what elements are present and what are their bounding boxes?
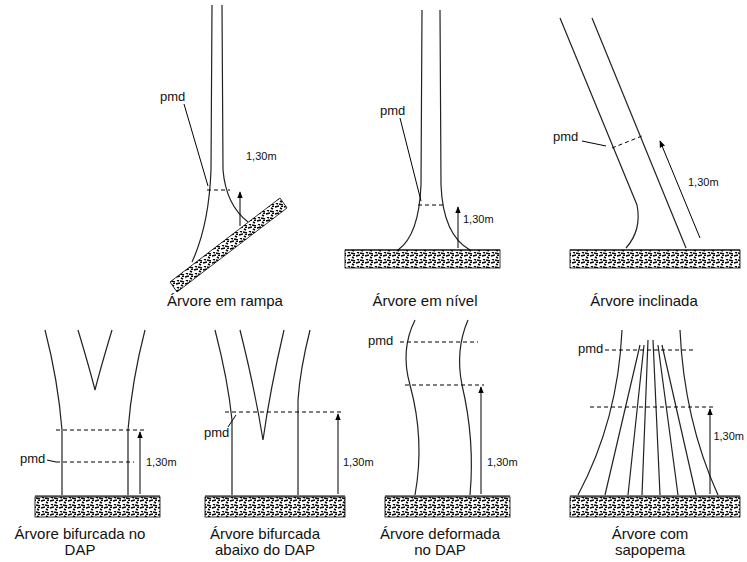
caption: Árvore em nível bbox=[315, 293, 535, 309]
height-label: 1,30m bbox=[146, 456, 177, 468]
height-label: 1,30m bbox=[713, 430, 744, 442]
pmd-label: pmd bbox=[553, 130, 578, 144]
leader-line bbox=[47, 104, 606, 462]
pmd-label: pmd bbox=[160, 90, 185, 104]
caption: Árvore em rampa bbox=[115, 293, 335, 309]
caption: Árvore deformada no DAP bbox=[374, 526, 506, 558]
pmd-label: pmd bbox=[578, 342, 603, 356]
pmd-label: pmd bbox=[380, 104, 405, 118]
caption: Árvore com sapopema bbox=[584, 526, 716, 558]
pmd-label: pmd bbox=[204, 426, 229, 440]
height-arrow bbox=[140, 141, 710, 494]
caption: Árvore inclinada bbox=[544, 293, 744, 309]
height-label: 1,30m bbox=[487, 456, 518, 468]
height-label: 1,30m bbox=[343, 456, 374, 468]
ground-line bbox=[35, 250, 740, 496]
caption: Árvore bifurcada no DAP bbox=[14, 526, 146, 558]
ground bbox=[35, 198, 740, 517]
pmd-label: pmd bbox=[368, 334, 393, 348]
caption: Árvore bifurcada abaixo do DAP bbox=[199, 526, 331, 558]
height-label: 1,30m bbox=[463, 213, 494, 225]
height-label: 1,30m bbox=[688, 176, 719, 188]
pmd-label: pmd bbox=[20, 452, 45, 466]
height-label: 1,30m bbox=[246, 150, 277, 162]
